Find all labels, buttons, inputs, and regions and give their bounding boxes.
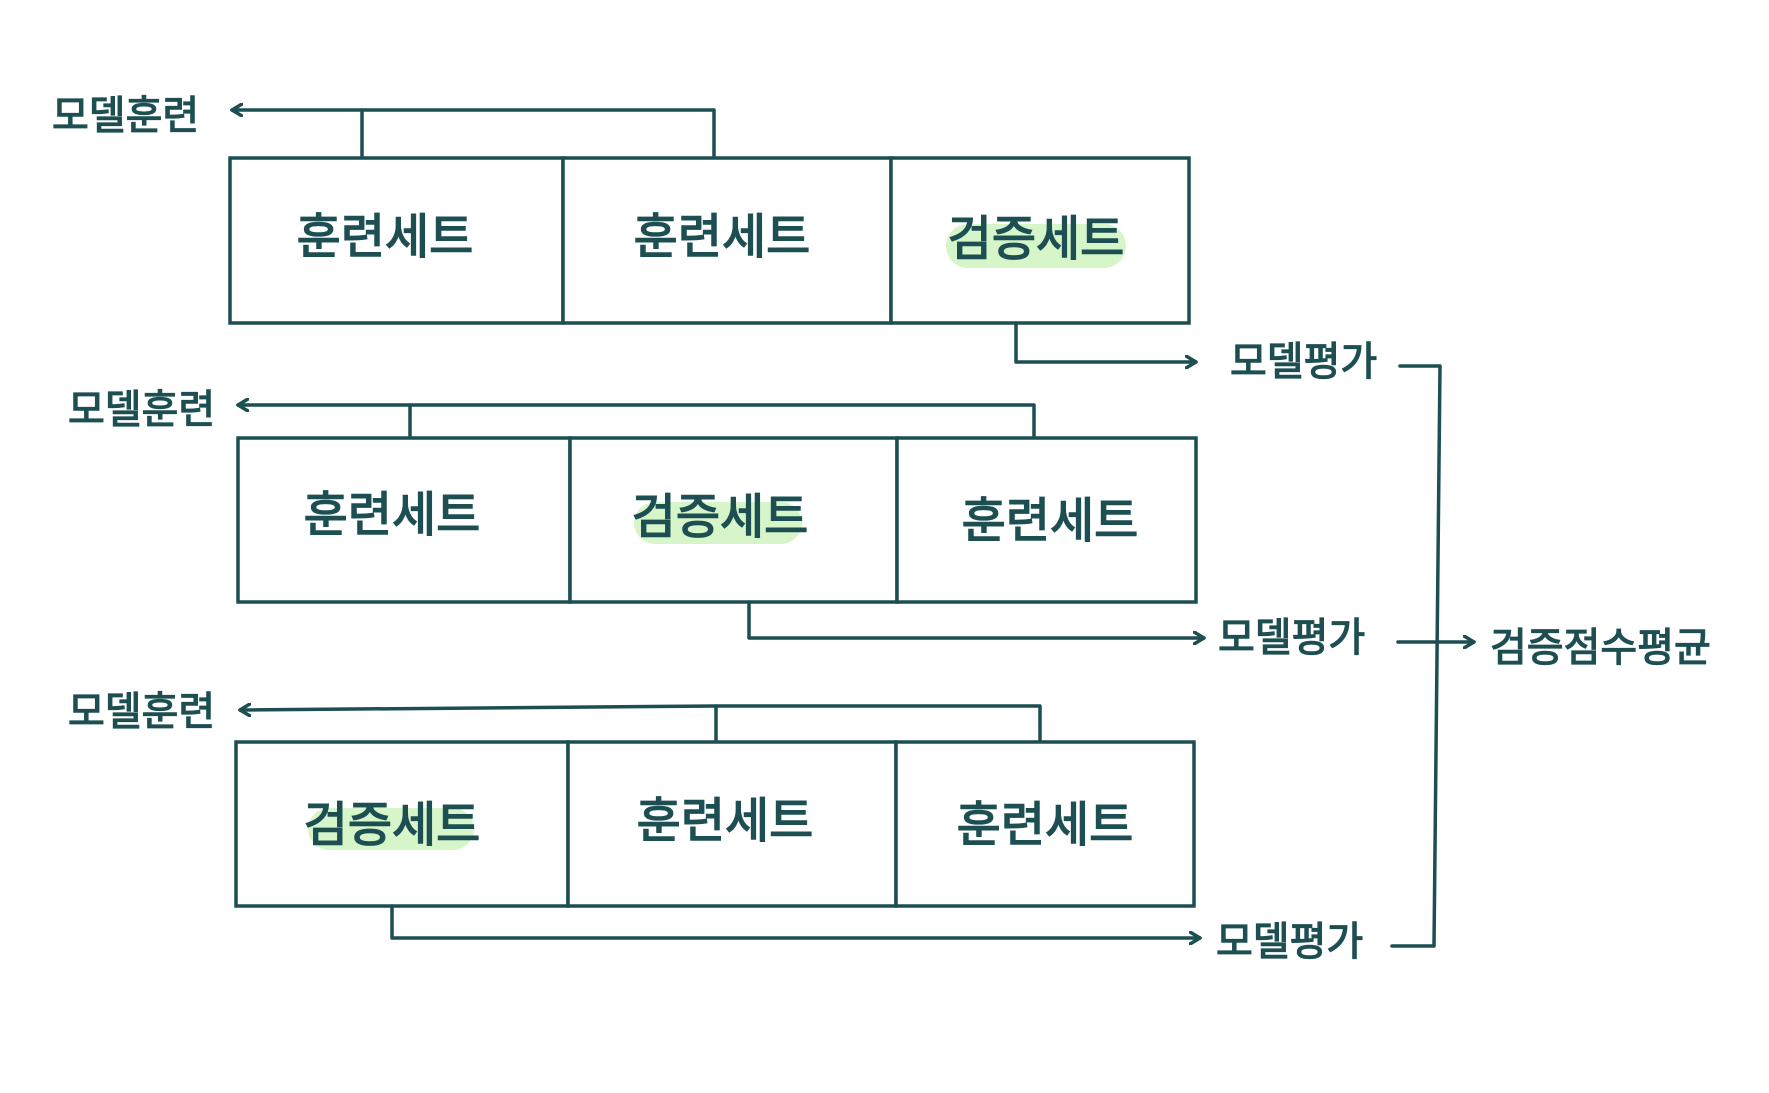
fold-2-cell-2-label: 검증세트 bbox=[632, 489, 809, 545]
fold-3-cell-2-label: 훈련세트 bbox=[637, 793, 814, 849]
fold-3-cell-3 bbox=[894, 740, 1196, 908]
fold-3-cell-2 bbox=[566, 740, 898, 908]
fold-3-eval-arrow bbox=[390, 904, 1202, 938]
fold-1-cell-2 bbox=[561, 156, 893, 325]
fold-2-cell-3-label: 훈련세트 bbox=[962, 493, 1139, 549]
fold-2-train-bracket bbox=[408, 403, 1036, 440]
fold-2-cell-3 bbox=[895, 436, 1198, 604]
fold-3-eval-label: 모델평가 bbox=[1216, 919, 1363, 965]
fold-3-train-arrow bbox=[238, 706, 718, 710]
fold-1-train-label: 모델훈련 bbox=[52, 93, 199, 139]
fold-2-validation-highlight bbox=[634, 502, 802, 544]
fold-3: 모델훈련 검증세트 훈련세트 훈련세트 모델평가 bbox=[68, 689, 1363, 965]
fold-2-cell-1-label: 훈련세트 bbox=[304, 487, 481, 543]
fold-3-cell-1-label: 검증세트 bbox=[304, 797, 481, 853]
fold-3-train-label: 모델훈련 bbox=[68, 689, 215, 735]
fold-1-validation-highlight bbox=[946, 224, 1126, 268]
fold-3-validation-highlight bbox=[308, 808, 474, 850]
fold-1-cell-2-label: 훈련세트 bbox=[634, 209, 811, 265]
fold-1-eval-arrow bbox=[1014, 321, 1198, 362]
fold-1: 모델훈련 훈련세트 훈련세트 검증세트 모델평가 bbox=[52, 93, 1377, 385]
fold-1-train-bracket bbox=[360, 108, 716, 160]
fold-2-eval-label: 모델평가 bbox=[1218, 615, 1365, 661]
aggregation-bracket bbox=[1390, 364, 1442, 948]
fold-3-cell-3-label: 훈련세트 bbox=[957, 797, 1134, 853]
fold-2-train-label: 모델훈련 bbox=[68, 387, 215, 433]
result-label: 검증점수평균 bbox=[1490, 625, 1711, 671]
fold-1-cell-1-label: 훈련세트 bbox=[297, 209, 474, 265]
fold-1-eval-label: 모델평가 bbox=[1230, 339, 1377, 385]
fold-2: 모델훈련 훈련세트 검증세트 훈련세트 모델평가 bbox=[68, 387, 1365, 661]
aggregation: 검증점수평균 bbox=[1390, 364, 1711, 948]
fold-1-cell-3-label: 검증세트 bbox=[948, 211, 1125, 267]
fold-2-eval-arrow bbox=[747, 600, 1206, 638]
fold-3-train-bracket bbox=[714, 704, 1042, 744]
